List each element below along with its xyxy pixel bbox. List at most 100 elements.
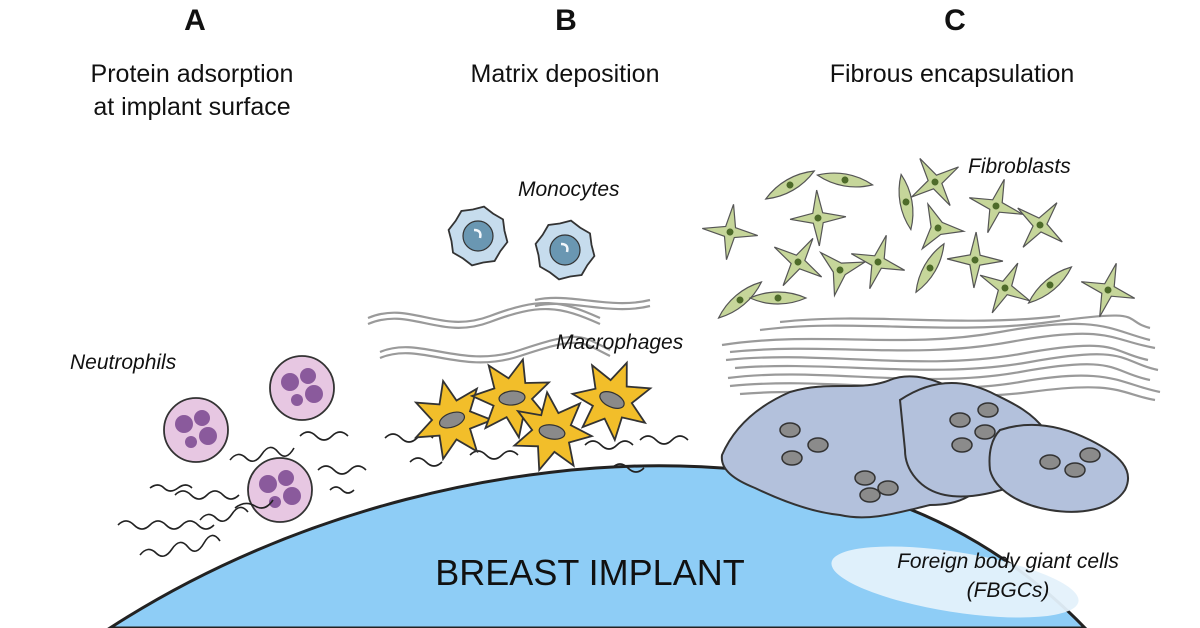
fbgc-highlight-ellipse — [831, 546, 1079, 618]
panel-b-title-line1: Matrix deposition — [470, 60, 660, 88]
panel-a-title-line2: at implant surface — [93, 93, 291, 121]
monocyte-nucleus-notch — [560, 242, 569, 253]
macrophage-nucleus — [438, 411, 466, 429]
fibroblast-nucleus — [726, 228, 734, 236]
fibroblast — [851, 235, 905, 289]
neutrophil-lobe — [300, 368, 316, 384]
fibroblast-nucleus — [902, 198, 910, 206]
cell-layer — [163, 158, 1135, 523]
fibroblast-nucleus — [931, 178, 939, 186]
macrophage — [570, 360, 653, 443]
macrophage — [469, 357, 552, 440]
monocyte-nucleus — [549, 234, 581, 266]
panel-c-title-line1: Fibrous encapsulation — [829, 60, 1075, 88]
fbgc-nucleus — [877, 480, 899, 496]
fibroblast-nucleus — [774, 294, 782, 302]
macrophages-label: Macrophages — [556, 331, 684, 354]
fibroblast — [915, 242, 945, 294]
fibroblast — [789, 189, 847, 247]
macrophage-nucleus — [599, 391, 625, 409]
fbgc-nucleus — [1064, 462, 1086, 478]
fibroblast-nucleus — [1001, 284, 1009, 292]
fibroblast-nucleus — [794, 258, 802, 266]
neutrophil-body — [163, 397, 229, 463]
fibroblast — [898, 172, 914, 232]
fibroblast — [1081, 263, 1135, 317]
macrophage-nucleus — [538, 424, 566, 440]
fibroblast — [1017, 202, 1063, 248]
matrix-fibers — [367, 296, 1161, 402]
fibroblast-nucleus — [992, 202, 1000, 210]
neutrophil — [269, 355, 335, 421]
monocyte-nucleus — [462, 220, 494, 252]
fibroblast-nucleus — [836, 266, 844, 274]
fibroblast-body — [920, 201, 967, 251]
neutrophils-label: Neutrophils — [70, 351, 177, 374]
fibroblast-nucleus — [841, 176, 849, 184]
fbgc-nucleus — [1039, 454, 1061, 470]
neutrophil-lobe — [291, 394, 303, 406]
neutrophil-lobe — [278, 470, 294, 486]
fibroblast — [764, 170, 816, 200]
neutrophil-lobe — [185, 436, 197, 448]
fbgc-label: Foreign body giant cells (FBGCs) — [897, 547, 1119, 605]
neutrophil-lobe — [281, 373, 299, 391]
neutrophil-lobe — [305, 385, 323, 403]
fibroblast — [717, 281, 763, 319]
fbgc-nucleus — [781, 450, 803, 466]
fibroblast — [815, 172, 875, 188]
fibroblast-nucleus — [1036, 221, 1044, 229]
neutrophil-body — [269, 355, 335, 421]
fbgc-nucleus — [854, 470, 876, 486]
fibroblast — [969, 179, 1023, 233]
neutrophil-lobe — [194, 410, 210, 426]
monocyte — [447, 205, 509, 267]
neutrophil-lobe — [269, 496, 281, 508]
panel-a-letter: A — [184, 4, 206, 37]
fbgc-nucleus — [977, 402, 999, 418]
macrophage — [512, 389, 595, 473]
fibroblast — [911, 158, 959, 206]
fbgc-nucleus — [949, 412, 971, 428]
fibroblast — [1027, 266, 1073, 304]
fibroblasts-label: Fibroblasts — [968, 155, 1071, 178]
protein-strands — [117, 431, 689, 557]
macrophage-nucleus — [498, 390, 526, 406]
panel-a-title-line1: Protein adsorption — [90, 60, 294, 88]
macrophage — [413, 378, 495, 462]
panel-c-title: Fibrous encapsulation — [830, 58, 1075, 91]
fibroblast-nucleus — [786, 181, 794, 189]
fbgc-nucleus — [807, 437, 829, 453]
implant-label: BREAST IMPLANT — [435, 552, 745, 593]
neutrophil — [247, 457, 313, 523]
panel-b-title: Matrix deposition — [471, 58, 660, 91]
monocytes-label: Monocytes — [518, 178, 620, 201]
fibroblast-nucleus — [926, 264, 934, 272]
fibroblast-nucleus — [736, 296, 744, 304]
neutrophil-lobe — [199, 427, 217, 445]
monocyte — [534, 219, 596, 281]
neutrophil — [163, 397, 229, 463]
fbgc-cell — [988, 423, 1130, 513]
fibroblast-nucleus — [971, 256, 979, 264]
panel-a-title: Protein adsorption at implant surface — [91, 58, 294, 124]
fbgc-nucleus — [951, 437, 973, 453]
fbgc-label-line1: Foreign body giant cells — [897, 550, 1119, 573]
fbgc-label-line2: (FBGCs) — [966, 579, 1050, 602]
fibroblast-nucleus — [814, 214, 822, 222]
fibroblast-nucleus — [1046, 281, 1054, 289]
fbgc-nucleus — [1079, 447, 1101, 463]
neutrophil-lobe — [259, 475, 277, 493]
fibroblast — [946, 231, 1004, 289]
fibroblast — [920, 201, 967, 251]
fibroblast — [818, 250, 867, 298]
fbgc-nucleus — [859, 487, 881, 503]
fbgc-nucleus — [779, 422, 801, 438]
fibroblast-nucleus — [1104, 286, 1112, 294]
neutrophil-lobe — [175, 415, 193, 433]
neutrophil-lobe — [283, 487, 301, 505]
neutrophil-body — [247, 457, 313, 523]
fbgc-nucleus — [974, 424, 996, 440]
